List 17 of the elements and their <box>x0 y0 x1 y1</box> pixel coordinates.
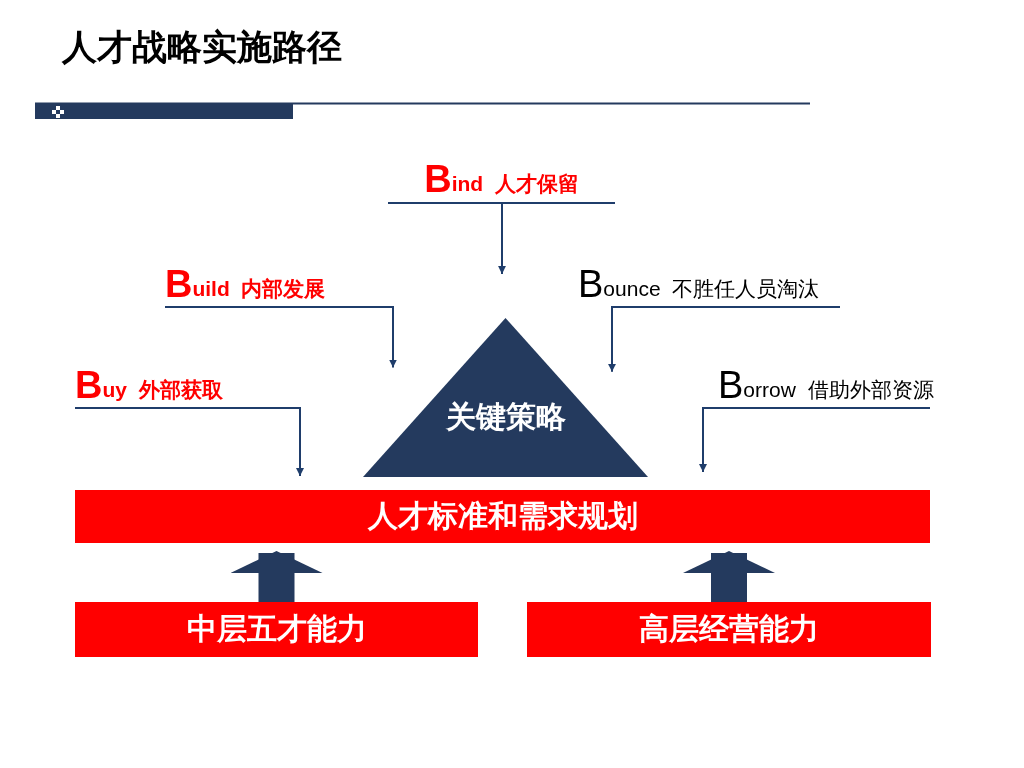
plan-bar: 高层经营能力 <box>527 602 931 657</box>
strategy-triangle: 关键策略 <box>363 318 648 477</box>
arrow <box>498 203 506 275</box>
arrow <box>608 306 841 373</box>
title: 人才战略实施路径 <box>62 26 342 68</box>
arrow <box>74 407 304 477</box>
strategy-label: Bounce 不胜任人员淘汰 <box>578 261 840 307</box>
block-arrow <box>230 551 323 602</box>
arrow <box>164 306 397 369</box>
plan-bar: 中层五才能力 <box>75 602 478 657</box>
block-arrow <box>683 551 775 602</box>
plan-bar: 人才标准和需求规划 <box>75 490 930 543</box>
strategy-label: Buy 外部获取 <box>75 362 300 408</box>
strategy-label: Build 内部发展 <box>165 261 393 307</box>
arrow <box>699 407 931 473</box>
strategy-label: Bind 人才保留 <box>388 158 615 204</box>
strategy-label: Borrow 借助外部资源 <box>718 362 958 408</box>
